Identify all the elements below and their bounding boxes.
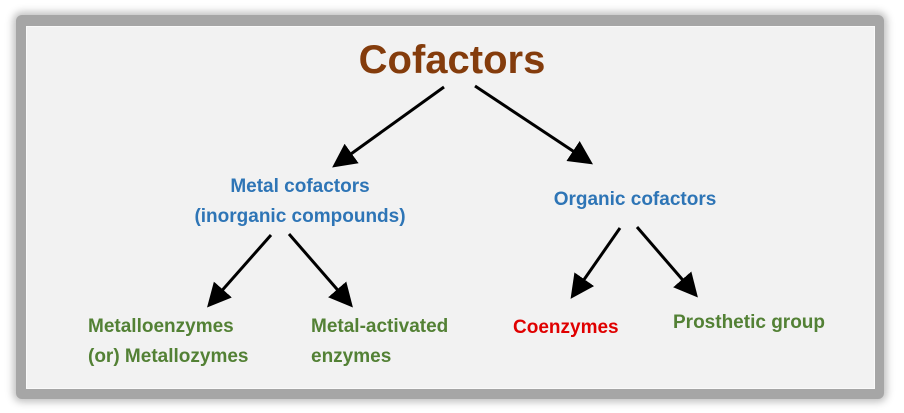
node-coenzymes: Coenzymes bbox=[513, 317, 619, 338]
arrow-to-metal bbox=[332, 85, 445, 168]
node-metal-activated-line1: Metal-activated bbox=[311, 316, 449, 337]
node-metalloenzymes-line1: Metalloenzymes bbox=[88, 316, 234, 337]
node-metal-cofactors: Metal cofactors (inorganic compounds) bbox=[185, 172, 415, 232]
arrow-to-prosthetic bbox=[635, 226, 698, 298]
node-organic-cofactors: Organic cofactors bbox=[553, 189, 717, 210]
node-metal-activated: Metal-activated enzymes bbox=[311, 312, 448, 372]
node-metalloenzymes: Metalloenzymes (or) Metallozymes bbox=[88, 312, 248, 372]
node-metalloenzymes-line2: (or) Metallozymes bbox=[88, 346, 249, 367]
arrow-to-organic bbox=[474, 84, 593, 165]
node-metal-line1: Metal cofactors bbox=[230, 176, 370, 197]
node-metal-activated-line2: enzymes bbox=[311, 346, 392, 367]
title-cofactors: Cofactors bbox=[358, 38, 546, 82]
diagram-background bbox=[26, 26, 875, 389]
node-metal-line2: (inorganic compounds) bbox=[194, 206, 406, 227]
arrow-to-coenzymes bbox=[570, 227, 622, 299]
arrow-to-metal-activated bbox=[287, 233, 353, 308]
arrow-to-metalloenzymes bbox=[207, 234, 273, 308]
node-prosthetic-group: Prosthetic group bbox=[673, 312, 826, 333]
